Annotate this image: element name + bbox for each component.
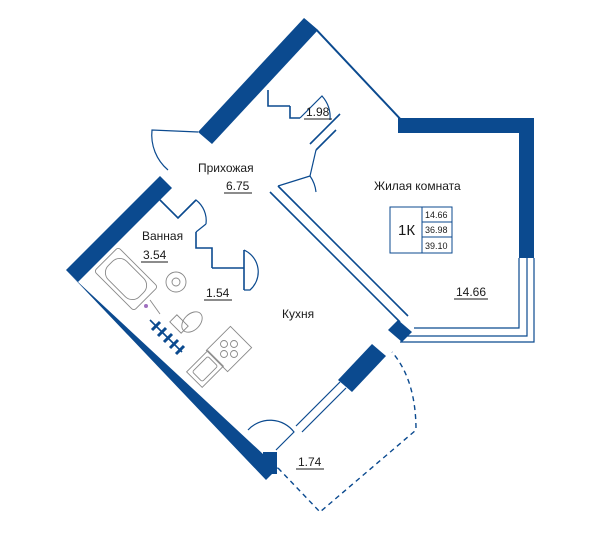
summary-total-area: 36.98 [425, 225, 448, 235]
apartment-summary-badge: 1К 14.66 36.98 39.10 [389, 206, 453, 254]
area-living: 14.66 [456, 285, 486, 299]
radiator [150, 320, 186, 356]
living-door [277, 175, 317, 193]
doors [151, 95, 331, 451]
area-wc: 1.54 [206, 286, 230, 300]
room-label-kitchen: Кухня [282, 307, 314, 321]
bathroom-door [177, 199, 207, 225]
kitchen-sink [185, 349, 225, 389]
summary-total-with-balcony: 39.10 [425, 241, 448, 251]
stove [205, 325, 253, 373]
windows [295, 258, 535, 433]
wc-door [243, 249, 259, 291]
area-bathroom: 3.54 [143, 248, 167, 262]
entrance-door [151, 129, 199, 171]
interior-walls [149, 90, 409, 353]
summary-living-area: 14.66 [425, 210, 448, 220]
bathtub [94, 247, 161, 315]
room-label-bathroom: Ванная [142, 229, 183, 243]
closet-door [299, 95, 331, 121]
room-label-hallway: Прихожая [198, 161, 254, 175]
room-label-living: Жилая комната [374, 179, 461, 193]
toilet [169, 311, 203, 334]
area-hallway: 6.75 [226, 179, 250, 193]
area-closet: 1.98 [306, 105, 330, 119]
balcony-door [247, 419, 295, 451]
washbasin [165, 271, 187, 293]
area-balcony: 1.74 [298, 455, 322, 469]
apartment-type: 1К [398, 222, 415, 239]
exterior-walls [66, 18, 534, 480]
